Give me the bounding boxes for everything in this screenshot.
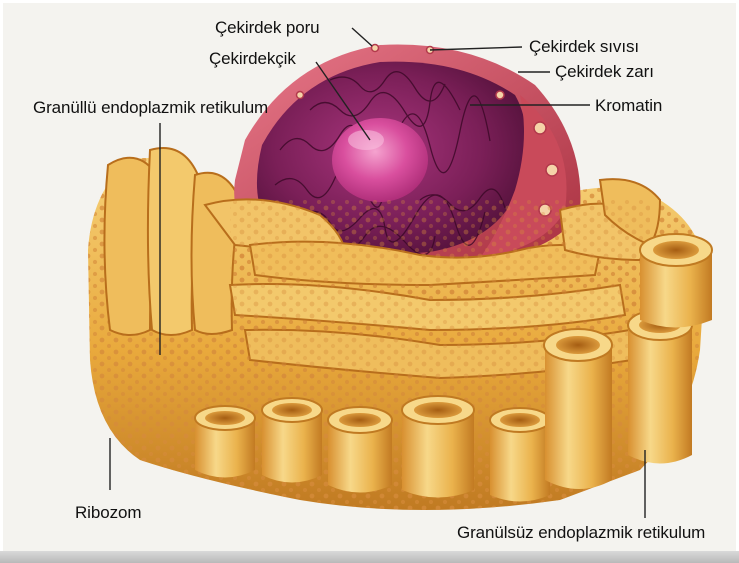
smooth-er-tube [640,234,712,328]
smooth-er-tube [402,396,474,498]
label-nucleoplasm: Çekirdek sıvısı [529,37,639,57]
smooth-er-tube [328,407,392,493]
nuclear-pore [372,45,379,52]
label-nuclear-envelope: Çekirdek zarı [555,62,654,82]
nucleolus [332,118,428,202]
label-chromatin: Kromatin [595,96,662,116]
label-ribosome: Ribozom [75,503,141,523]
smooth-er-tube [490,408,550,502]
nuclear-pore [534,122,546,134]
nuclear-pore [496,91,504,99]
smooth-er-tube [262,398,322,483]
label-smooth-er: Granülsüz endoplazmik retikulum [457,523,737,543]
leader-line-nuclear-pore [352,28,372,46]
label-nucleolus: Çekirdekçik [209,49,296,69]
nuclear-pore [297,92,304,99]
label-rough-er: Granüllü endoplazmik retikulum [33,98,268,118]
smooth-er-tube [628,310,692,464]
bottom-bar [0,551,739,563]
label-nuclear-pore: Çekirdek poru [215,18,320,38]
smooth-er-tube [544,329,612,489]
smooth-er-tube [195,406,255,478]
nuclear-pore [546,164,558,176]
